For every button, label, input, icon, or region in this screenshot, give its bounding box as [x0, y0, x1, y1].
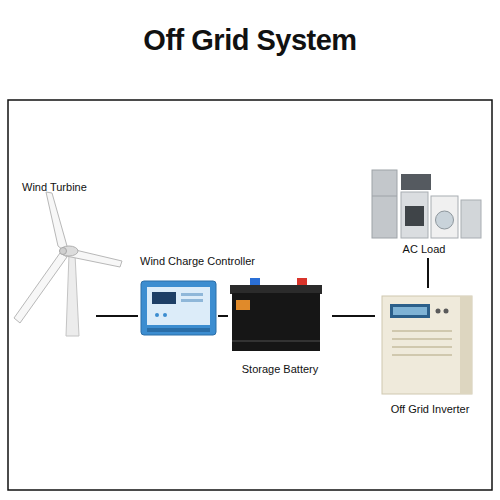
oven-symbol: [401, 192, 428, 238]
turbine-hub: [60, 248, 67, 255]
dryer-symbol: [461, 200, 481, 238]
oven-window: [405, 206, 424, 226]
inverter-display: [390, 304, 430, 318]
component-node: AC Load: [365, 160, 483, 258]
controller-button: [163, 313, 167, 317]
battery-body: [232, 293, 320, 351]
controller-terminals: [147, 328, 210, 332]
battery-sticker: [236, 300, 250, 310]
inverter-vent: [392, 346, 452, 348]
turbine-blade: [46, 192, 67, 250]
component-node: Off Grid Inverter: [375, 288, 485, 420]
turbine-tower: [66, 254, 79, 336]
fridge-symbol: [372, 170, 397, 238]
inverter-vent: [392, 330, 452, 332]
wire-connector: [218, 315, 228, 317]
inverter-screen: [393, 307, 427, 315]
component-label: Off Grid Inverter: [391, 402, 470, 416]
inverter-body: [382, 296, 472, 394]
component-label: Wind Turbine: [22, 180, 87, 194]
inverter-vent: [392, 338, 452, 340]
diagram-title: Off Grid System: [0, 24, 500, 57]
wire-connector: [427, 258, 429, 288]
component-node: Storage Battery: [228, 278, 332, 378]
washer-door: [436, 211, 454, 229]
battery-lid: [230, 285, 322, 294]
inverter-button: [444, 309, 449, 314]
controller-stripe: [181, 293, 203, 296]
component-label: Wind Charge Controller: [140, 254, 255, 268]
battery-stripe: [232, 340, 320, 342]
component-label: Storage Battery: [242, 362, 318, 376]
controller-display: [152, 292, 176, 304]
wire-connector: [96, 315, 138, 317]
component-node: Wind Charge Controller: [138, 250, 218, 340]
inverter-button: [436, 309, 441, 314]
wire-connector: [332, 315, 375, 317]
component-label: AC Load: [403, 242, 446, 256]
microwave-symbol: [401, 174, 431, 190]
washer-symbol: [431, 196, 458, 238]
controller-stripe: [181, 299, 203, 302]
turbine-nacelle: [60, 246, 78, 256]
controller-button: [155, 313, 159, 317]
controller-panel: [147, 287, 210, 325]
fridge-door-line: [372, 196, 397, 197]
inverter-side: [460, 296, 472, 394]
frame-border: [8, 100, 492, 490]
turbine-blade: [14, 253, 67, 323]
inverter-vent: [392, 354, 452, 356]
component-node: Wind Turbine: [16, 178, 96, 338]
controller-body: [141, 281, 216, 335]
